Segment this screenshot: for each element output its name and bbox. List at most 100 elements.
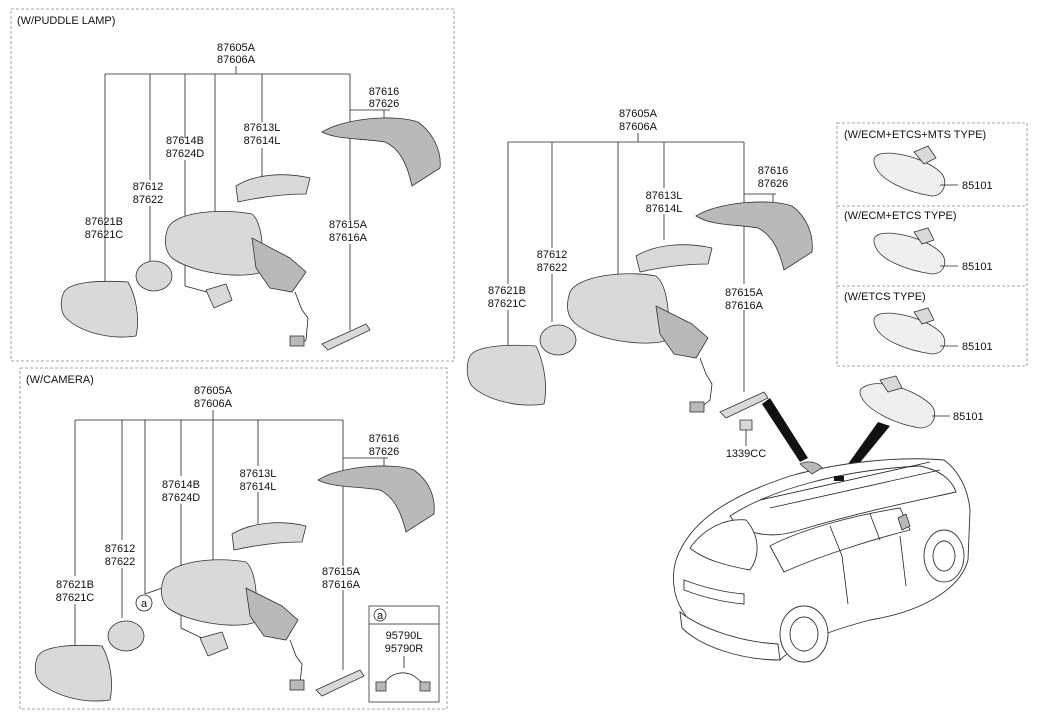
mirror-base-part[interactable] [655, 305, 709, 359]
car-rear-window [689, 519, 758, 571]
pn-std-screw[interactable]: 1339CC [726, 448, 766, 460]
detail-a-circle [373, 608, 387, 622]
pn-puddle-glass-a[interactable]: 87621B [85, 216, 123, 228]
screw-part[interactable] [739, 419, 753, 431]
pn-camera-lamp-b[interactable]: 87624D [162, 492, 201, 504]
pn-puddle-lamp-a[interactable]: 87614B [166, 135, 204, 147]
inside-mirror-standalone-part[interactable] [859, 383, 936, 429]
pn-puddle-top-b[interactable]: 87606A [217, 54, 256, 66]
pn-inside-mirror-1[interactable]: 85101 [962, 180, 993, 192]
mirror-base-part[interactable] [245, 587, 299, 641]
mirror-cover-part[interactable] [695, 201, 813, 271]
pn-inside-mirror-3[interactable]: 85101 [962, 341, 993, 353]
pn-puddle-cover-a[interactable]: 87616 [369, 86, 400, 98]
pn-camera-glass-b[interactable]: 87621C [56, 592, 95, 604]
pn-std-actuator-b[interactable]: 87622 [537, 262, 568, 274]
connector-part[interactable] [289, 335, 305, 347]
turn-signal-part[interactable] [635, 244, 713, 273]
inside-mirror-type-3-title: (W/ETCS TYPE) [844, 291, 926, 303]
car-side-windows [769, 507, 911, 573]
pointer-wedge [762, 398, 808, 462]
inside-mirror-part-1[interactable] [873, 152, 946, 197]
pn-puddle-signal-a[interactable]: 87613L [244, 122, 281, 134]
turn-signal-part[interactable] [235, 174, 311, 203]
pn-camera-actuator-a[interactable]: 87612 [105, 543, 136, 555]
section-standard: 87605A 87606A 87616 87626 87613L 87614L … [466, 108, 813, 462]
pn-std-glass-b[interactable]: 87621C [488, 298, 527, 310]
mirror-housing-part[interactable] [160, 559, 258, 626]
car-outside-mirror-marker [799, 461, 823, 475]
pn-std-strip-b[interactable]: 87616A [725, 300, 764, 312]
pn-std-top-b[interactable]: 87606A [619, 121, 658, 133]
section-inside-mirror: (W/ECM+ETCS+MTS TYPE) (W/ECM+ETCS TYPE) … [836, 122, 1028, 482]
strip-lamp-part[interactable] [315, 669, 365, 697]
pn-puddle-signal-b[interactable]: 87614L [244, 135, 281, 147]
pn-std-signal-b[interactable]: 87614L [646, 203, 683, 215]
vehicle-illustration [673, 458, 971, 663]
pn-camera-detail-a[interactable]: 95790L [386, 630, 423, 642]
pn-puddle-top-a[interactable]: 87605A [217, 42, 256, 54]
car-roof [729, 465, 957, 536]
strip-lamp-part[interactable] [719, 391, 769, 419]
pn-puddle-strip-b[interactable]: 87616A [329, 232, 368, 244]
pn-puddle-glass-b[interactable]: 87621C [85, 229, 124, 241]
actuator-part[interactable] [107, 620, 145, 652]
pn-puddle-strip-a[interactable]: 87615A [329, 219, 368, 231]
pn-camera-strip-b[interactable]: 87616A [322, 579, 361, 591]
inside-mirror-types-border [836, 122, 1028, 367]
section-puddle-title: (W/PUDDLE LAMP) [17, 15, 115, 27]
mirror-glass-part[interactable] [60, 280, 138, 338]
callout-a-circle[interactable] [135, 594, 153, 612]
camera-lamp-part[interactable] [199, 631, 229, 657]
connector-part[interactable] [689, 401, 705, 413]
pn-std-actuator-a[interactable]: 87612 [537, 249, 568, 261]
section-camera-title: (W/CAMERA) [26, 374, 94, 386]
mirror-cover-part[interactable] [317, 465, 435, 533]
actuator-part[interactable] [539, 324, 577, 356]
mirror-base-part[interactable] [251, 237, 307, 293]
pn-inside-mirror-2[interactable]: 85101 [962, 261, 993, 273]
pn-std-signal-a[interactable]: 87613L [646, 190, 683, 202]
pn-std-cover-b[interactable]: 87626 [758, 178, 789, 190]
section-puddle-lamp: (W/PUDDLE LAMP) 87605A 87606A 87616 8762… [10, 8, 455, 362]
inside-mirror-part-2[interactable] [873, 232, 946, 275]
actuator-part[interactable] [135, 260, 173, 292]
pn-camera-signal-b[interactable]: 87614L [240, 481, 277, 493]
strip-lamp-part[interactable] [321, 323, 371, 351]
mirror-housing-part[interactable] [164, 210, 264, 276]
connector-part[interactable] [289, 679, 305, 691]
pn-camera-lamp-a[interactable]: 87614B [162, 479, 200, 491]
pn-std-glass-a[interactable]: 87621B [488, 285, 526, 297]
section-camera: (W/CAMERA) 87605A 87606A 87616 87626 876… [19, 367, 448, 710]
pn-camera-strip-a[interactable]: 87615A [322, 566, 361, 578]
pn-puddle-actuator-b[interactable]: 87622 [133, 194, 164, 206]
pn-camera-signal-a[interactable]: 87613L [240, 468, 277, 480]
pn-camera-top-b[interactable]: 87606A [194, 398, 233, 410]
mirror-glass-part[interactable] [466, 344, 546, 406]
pn-camera-actuator-b[interactable]: 87622 [105, 556, 136, 568]
mirror-cover-part[interactable] [321, 117, 441, 187]
pn-std-cover-a[interactable]: 87616 [758, 165, 789, 177]
turn-signal-part[interactable] [231, 522, 307, 551]
section-camera-border [19, 367, 448, 710]
pn-inside-mirror-standalone[interactable]: 85101 [953, 411, 984, 423]
car-inside-mirror-marker [834, 476, 844, 481]
pn-std-strip-a[interactable]: 87615A [725, 287, 764, 299]
car-rear-bumper [679, 610, 781, 661]
pn-camera-cover-a[interactable]: 87616 [369, 433, 400, 445]
pn-camera-cover-b[interactable]: 87626 [369, 446, 400, 458]
pn-puddle-actuator-a[interactable]: 87612 [133, 181, 164, 193]
mirror-housing-part[interactable] [567, 273, 670, 344]
pn-camera-glass-a[interactable]: 87621B [56, 579, 94, 591]
pn-camera-top-a[interactable]: 87605A [194, 385, 233, 397]
puddle-lamp-part[interactable] [205, 283, 233, 309]
pn-puddle-lamp-b[interactable]: 87624D [166, 148, 205, 160]
pn-puddle-cover-b[interactable]: 87626 [369, 98, 400, 110]
pn-camera-detail-b[interactable]: 95790R [385, 643, 424, 655]
mirror-glass-part[interactable] [34, 644, 112, 702]
pn-std-top-a[interactable]: 87605A [619, 108, 658, 120]
inside-mirror-type-2-title: (W/ECM+ETCS TYPE) [844, 210, 957, 222]
callout-a-letter: a [141, 598, 148, 610]
inside-mirror-part-3[interactable] [873, 312, 946, 355]
section-puddle-border [10, 8, 455, 362]
